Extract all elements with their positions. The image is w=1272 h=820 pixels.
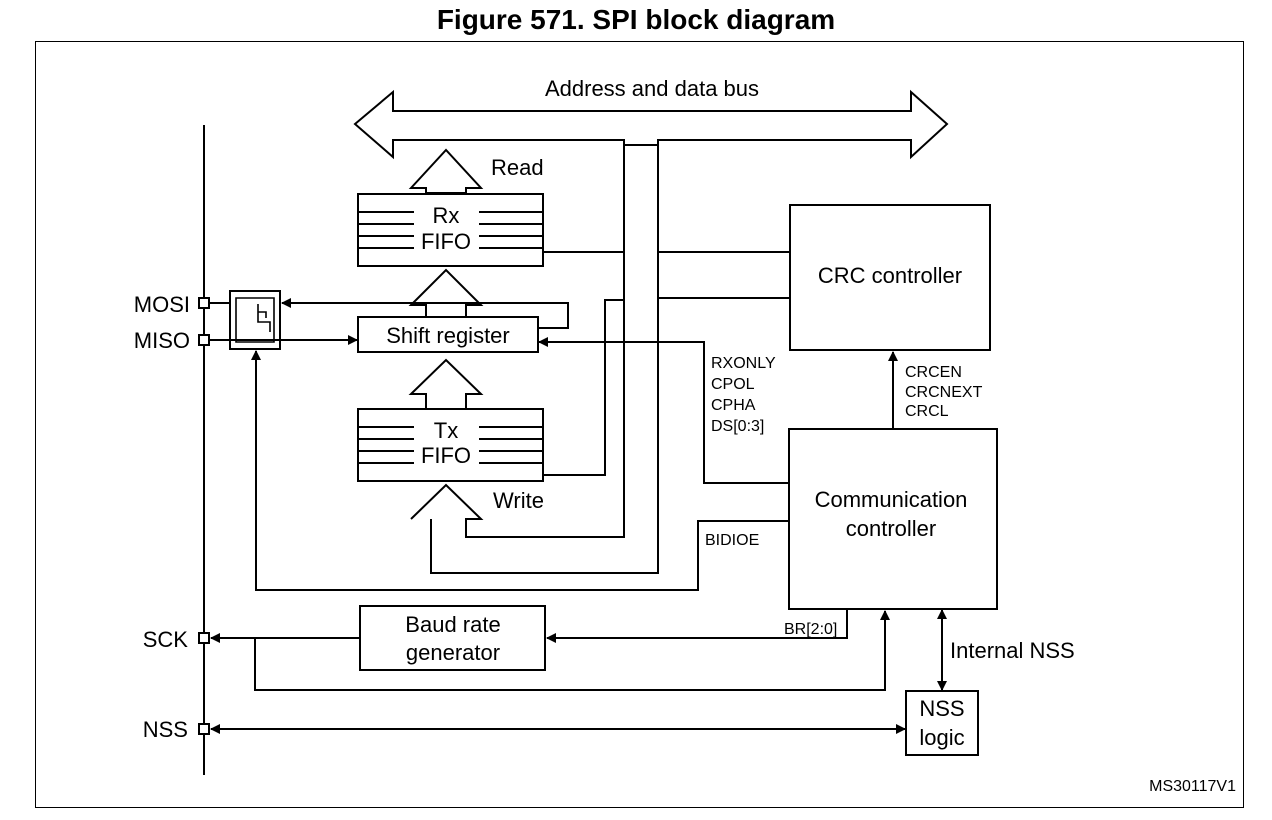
signal-crcnext: CRCNEXT: [905, 384, 983, 401]
baud-rate-line1: Baud rate: [405, 612, 500, 637]
nss-logic-line2: logic: [919, 725, 964, 750]
signal-crcen: CRCEN: [905, 364, 962, 381]
tx-to-shift-arrow: [408, 358, 484, 410]
write-label: Write: [493, 488, 544, 513]
rx-fifo-lines: [358, 211, 543, 249]
direction-switch-inner: [235, 297, 275, 343]
signal-crcl: CRCL: [905, 403, 949, 420]
bidioe-path: [251, 350, 789, 591]
nss-logic-line1: NSS: [919, 696, 964, 721]
read-label: Read: [491, 155, 544, 180]
communication-controller-line1: Communication: [815, 487, 968, 512]
miso-pin: [198, 334, 210, 346]
signal-cpha: CPHA: [711, 397, 756, 414]
write-arrow: [410, 145, 659, 574]
nss-logic-block: [905, 690, 979, 756]
tx-fifo-lines: [358, 426, 543, 464]
mosi-pin: [198, 297, 210, 309]
rx-fifo-block: [357, 193, 544, 267]
crc-controller-label: CRC controller: [818, 263, 962, 288]
br-path: [546, 609, 848, 643]
shift-register-label: Shift register: [386, 323, 510, 348]
nss-pin-label: NSS: [143, 717, 188, 742]
mosi-path: [281, 298, 569, 329]
figure-reference: MS30117V1: [1149, 778, 1236, 795]
miso-label: MISO: [134, 328, 190, 353]
mosi-label: MOSI: [134, 292, 190, 317]
shift-to-rx-arrow: [408, 268, 484, 318]
sck-label: SCK: [143, 627, 189, 652]
internal-nss-label: Internal NSS: [950, 638, 1075, 663]
address-data-bus-arrow: [353, 89, 949, 160]
signal-ds: DS[0:3]: [711, 418, 764, 435]
nss-pin: [198, 723, 210, 735]
baud-rate-generator-block: [359, 605, 546, 671]
rx-fifo-line2: FIFO: [421, 229, 471, 254]
tx-fifo-line2: FIFO: [421, 443, 471, 468]
tx-fifo-line1: Tx: [434, 418, 458, 443]
sck-pin: [198, 632, 210, 644]
config-to-shift-path: [538, 337, 789, 484]
rx-fifo-line1: Rx: [433, 203, 460, 228]
signal-bidioe: BIDIOE: [705, 532, 759, 549]
diagram-frame: [35, 41, 1244, 808]
shift-register-block: [357, 316, 539, 353]
baud-rate-line2: generator: [406, 640, 500, 665]
tx-fifo-block: [357, 408, 544, 482]
tx-fifo-bus-link: [543, 299, 624, 476]
read-arrow: [408, 148, 484, 194]
signal-br: BR[2:0]: [784, 621, 837, 638]
crc-controller-block: [789, 204, 991, 351]
communication-controller-block: [788, 428, 998, 610]
communication-controller-line2: controller: [846, 516, 936, 541]
sck-feedback-path: [254, 610, 890, 691]
signal-rxonly: RXONLY: [711, 355, 776, 372]
figure-title: Figure 571. SPI block diagram: [436, 4, 836, 35]
bus-label: Address and data bus: [545, 76, 759, 101]
signal-cpol: CPOL: [711, 376, 755, 393]
